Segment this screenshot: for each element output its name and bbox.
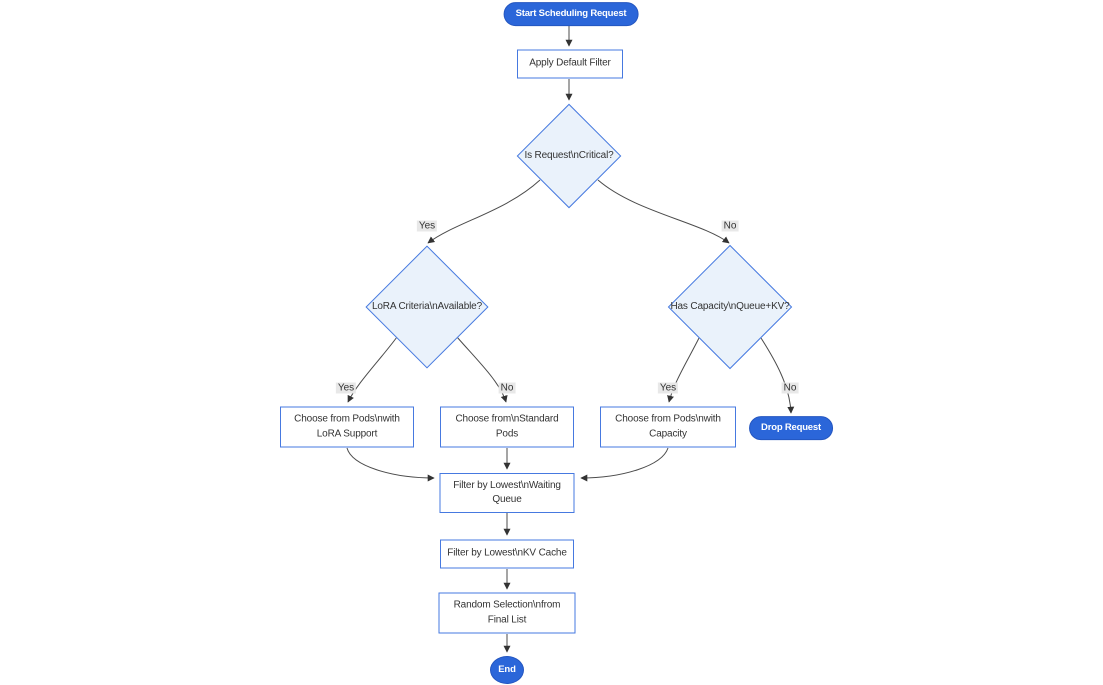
edge-label-lora-no: No xyxy=(498,382,516,394)
node-drop-request: Drop Request xyxy=(749,416,833,440)
edge-capacity-no xyxy=(760,337,795,414)
node-choose-standard-pods: Choose from\nStandard Pods xyxy=(440,406,574,448)
decision-is-request-critical-label: Is Request\nCritical? xyxy=(524,149,614,161)
node-end-label: End xyxy=(498,664,516,676)
node-choose-pods-capacity-label: Choose from Pods\nwith Capacity xyxy=(615,413,721,440)
node-choose-pods-lora: Choose from Pods\nwith LoRA Support xyxy=(280,406,414,448)
edge-capacity-pods-to-filter xyxy=(580,447,669,482)
edge-lora-pods-to-filter xyxy=(346,447,435,482)
edge-critical-no xyxy=(597,179,730,244)
decision-has-capacity-queue-kv-label: Has Capacity\nQueue+KV? xyxy=(670,300,790,312)
node-filter-lowest-kv-cache-label: Filter by Lowest\nKV Cache xyxy=(447,547,567,559)
node-choose-standard-pods-label: Choose from\nStandard Pods xyxy=(455,413,559,440)
edge-lora-yes xyxy=(347,336,398,403)
edge-capacity-yes xyxy=(667,337,700,403)
node-end: End xyxy=(490,656,524,684)
node-choose-pods-lora-label: Choose from Pods\nwith LoRA Support xyxy=(294,413,400,440)
edge-critical-yes xyxy=(427,179,541,244)
edge-label-critical-yes: Yes xyxy=(416,220,438,232)
node-start-label: Start Scheduling Request xyxy=(515,8,627,20)
edge-label-capacity-yes: Yes xyxy=(657,382,679,394)
node-apply-default-filter-label: Apply Default Filter xyxy=(529,57,611,69)
node-filter-lowest-waiting-queue-label: Filter by Lowest\nWaiting Queue xyxy=(453,479,561,506)
node-random-selection-label: Random Selection\nfrom Final List xyxy=(453,599,561,626)
edge-label-lora-yes: Yes xyxy=(335,382,357,394)
node-filter-lowest-waiting-queue: Filter by Lowest\nWaiting Queue xyxy=(439,473,575,513)
node-random-selection: Random Selection\nfrom Final List xyxy=(438,592,576,634)
node-apply-default-filter: Apply Default Filter xyxy=(517,49,623,79)
node-start: Start Scheduling Request xyxy=(503,2,639,26)
node-choose-pods-capacity: Choose from Pods\nwith Capacity xyxy=(600,406,736,448)
decision-lora-criteria-available-label: LoRA Criteria\nAvailable? xyxy=(371,300,483,312)
node-filter-lowest-kv-cache: Filter by Lowest\nKV Cache xyxy=(440,539,574,569)
edge-label-critical-no: No xyxy=(721,220,739,232)
node-drop-request-label: Drop Request xyxy=(761,422,821,434)
edge-lora-no xyxy=(456,336,508,403)
edge-label-capacity-no: No xyxy=(781,382,799,394)
